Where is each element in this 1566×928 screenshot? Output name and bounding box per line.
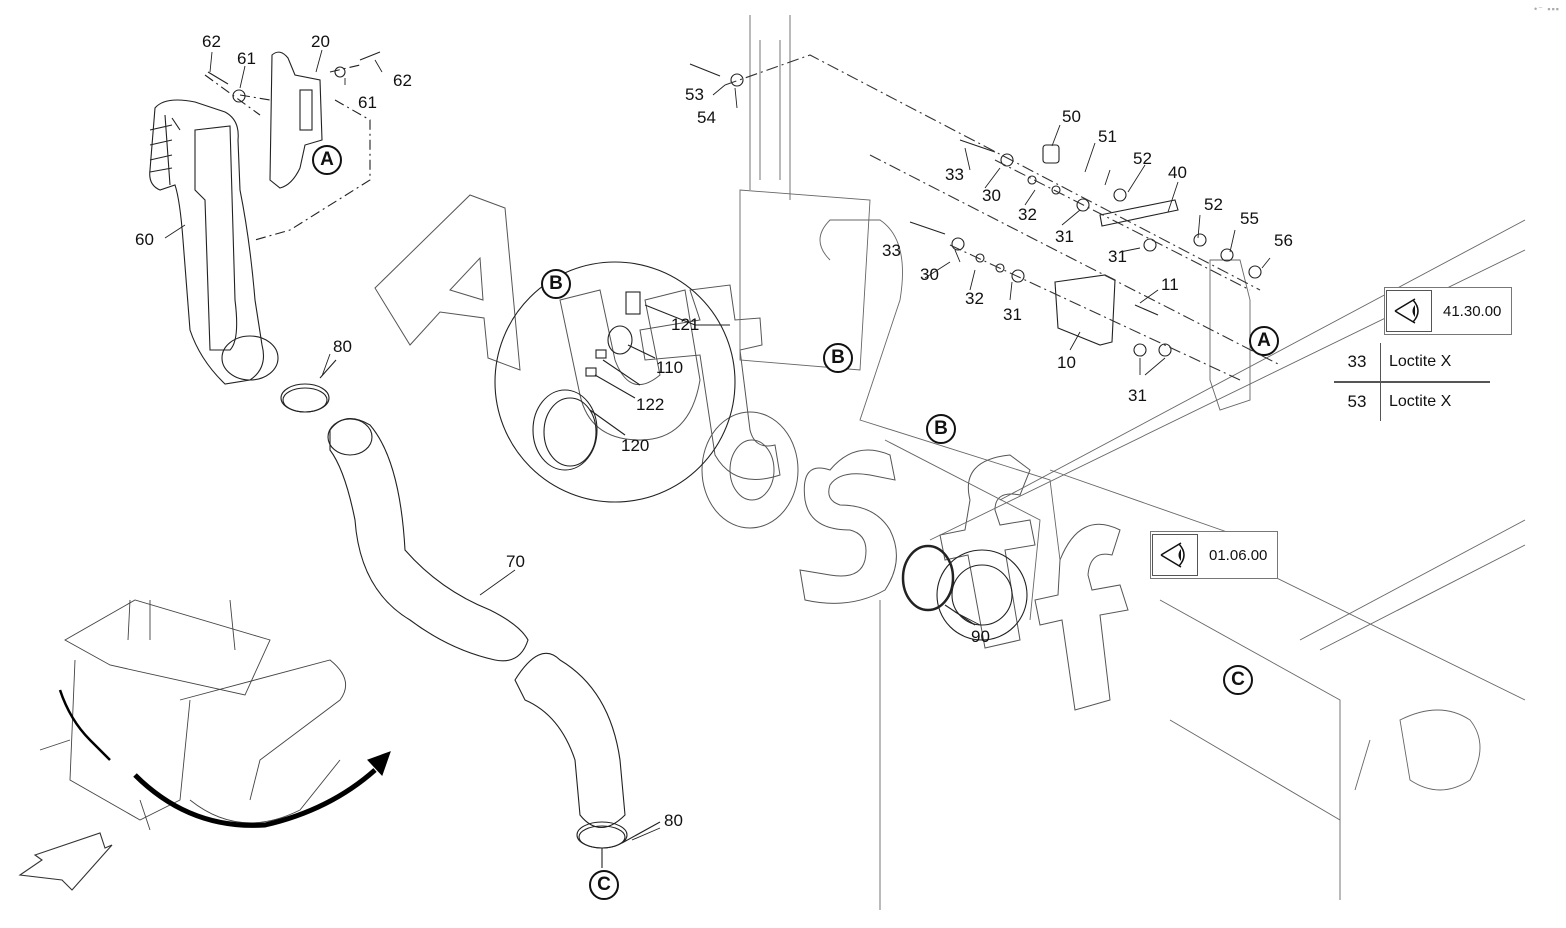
- leader-lines: [164, 49, 1271, 841]
- hose-70: [327, 418, 626, 829]
- detail-marker-b: B: [823, 343, 853, 373]
- eye-icon: [1386, 290, 1432, 332]
- part-label: 31: [1003, 305, 1022, 324]
- part-label: 31: [1055, 227, 1074, 246]
- part-label: 60: [135, 230, 154, 249]
- loctite-part: 33: [1347, 352, 1367, 371]
- part-label: 32: [965, 289, 984, 308]
- part-label: 20: [311, 32, 330, 51]
- part-label: 70: [506, 552, 525, 571]
- view-arrow: [18, 832, 113, 891]
- loctite-row: 33 Loctite X: [1334, 343, 1490, 381]
- link-plate-10: [1054, 274, 1116, 346]
- reference-box[interactable]: 01.06.00: [1150, 531, 1279, 579]
- part-label: 33: [945, 165, 964, 184]
- part-label: 122: [636, 395, 665, 414]
- loctite-row: 53 Loctite X: [1334, 382, 1490, 421]
- part-label: 50: [1062, 107, 1081, 126]
- paver-overview: [39, 599, 347, 831]
- detail-circle-b: [494, 261, 736, 503]
- detail-marker-b: B: [541, 269, 571, 299]
- reference-box[interactable]: 41.30.00: [1384, 287, 1513, 335]
- reference-code: 01.06.00: [1209, 546, 1268, 564]
- table-divider: [1334, 381, 1490, 383]
- watermark-outline: [374, 194, 1129, 711]
- part-label: 62: [202, 32, 221, 51]
- part-label: 62: [393, 71, 412, 90]
- part-label: 120: [621, 436, 650, 455]
- part-label: 56: [1274, 231, 1293, 250]
- part-label: 33: [882, 241, 901, 260]
- detail-marker-a: A: [1249, 326, 1279, 356]
- part-label: 30: [982, 186, 1001, 205]
- part-label: 11: [1161, 275, 1179, 294]
- loctite-part: 53: [1347, 391, 1367, 411]
- detail-marker-b: B: [926, 414, 956, 444]
- loctite-compound: Loctite X: [1380, 343, 1451, 381]
- part-label: 90: [971, 627, 990, 646]
- pulley-90: [901, 544, 1028, 641]
- detail-marker-a: A: [312, 145, 342, 175]
- rod-40: [1099, 199, 1179, 227]
- part-label: 31: [1128, 386, 1147, 405]
- part-label: 31: [1108, 247, 1127, 266]
- loctite-compound: Loctite X: [1380, 382, 1451, 421]
- part-label: 80: [664, 811, 683, 830]
- part-label: 40: [1168, 163, 1187, 182]
- reference-code: 41.30.00: [1443, 302, 1502, 320]
- hardware-washers: [207, 51, 1262, 357]
- direction-arrow-head: [367, 751, 391, 777]
- hose-clamp-80: [280, 359, 661, 868]
- mounting-frame: [739, 15, 1526, 910]
- part-label: 121: [671, 315, 700, 334]
- detail-marker-c: C: [1223, 665, 1253, 695]
- direction-arrow-curved: [133, 768, 377, 828]
- part-label: 52: [1133, 149, 1152, 168]
- part-label: 10: [1057, 353, 1076, 372]
- part-label: 110: [656, 358, 684, 377]
- centerlines: [724, 54, 1281, 381]
- loctite-table: 33 Loctite X 53 Loctite X: [1334, 343, 1490, 421]
- part-label: 61: [237, 49, 256, 68]
- part-label: 53: [685, 85, 704, 104]
- detail-marker-c: C: [589, 870, 619, 900]
- air-duct-60: [149, 99, 279, 385]
- bracket-20: [204, 51, 371, 241]
- part-label: 51: [1098, 127, 1117, 146]
- part-label: 80: [333, 337, 352, 356]
- part-label: 30: [920, 265, 939, 284]
- corner-indicator-icon: •⁻ ▪▪▪: [1534, 4, 1560, 14]
- part-label: 32: [1018, 205, 1037, 224]
- part-label: 55: [1240, 209, 1259, 228]
- part-label: 52: [1204, 195, 1223, 214]
- eye-icon: [1152, 534, 1198, 576]
- part-label: 61: [358, 93, 377, 112]
- part-label: 54: [697, 108, 716, 127]
